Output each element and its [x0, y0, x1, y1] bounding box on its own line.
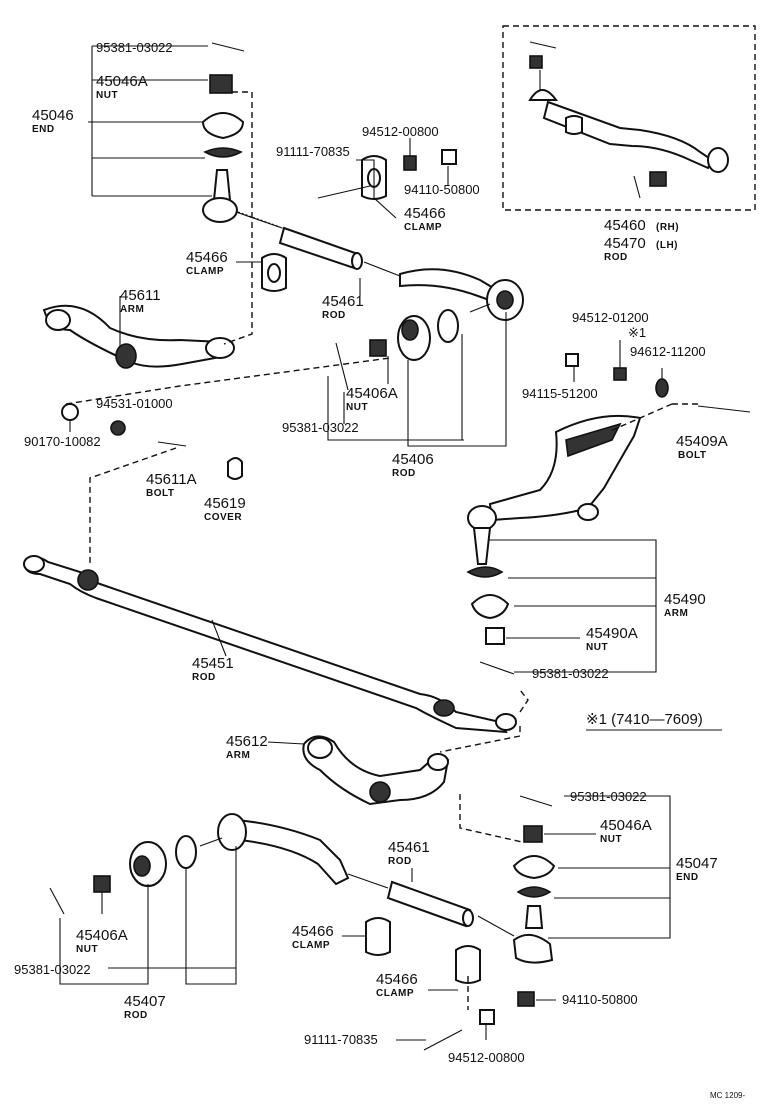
label-45046a-b: 45046A	[600, 817, 652, 834]
label-94115-51200: 94115-51200	[522, 386, 598, 401]
label-45451-name: ROD	[192, 672, 216, 683]
leader-lines	[59, 45, 722, 1041]
label-45470: 45470	[604, 235, 646, 252]
label-45490a: 45490A	[586, 625, 638, 642]
label-45619: 45619	[204, 495, 246, 512]
label-45407-name: ROD	[124, 1010, 148, 1021]
idler-arm-45612	[302, 735, 450, 806]
label-94512-00800-a: 94512-00800	[362, 124, 439, 139]
label-45611-name: ARM	[120, 304, 144, 315]
label-45466-d-name: CLAMP	[376, 988, 414, 999]
label-94512-01200: 94512-01200	[572, 310, 649, 325]
label-45046a-name: NUT	[96, 90, 118, 101]
label-45461-b-name: ROD	[388, 856, 412, 867]
clamp-parts-upper	[261, 149, 457, 292]
label-45046-name: END	[32, 124, 55, 135]
label-45466-c-name: CLAMP	[292, 940, 330, 951]
tie-rod-end-upper-left	[201, 42, 283, 229]
relay-rod-45451	[22, 555, 517, 734]
label-95381-03022-d: 95381-03022	[570, 789, 647, 804]
label-45461-b: 45461	[388, 839, 430, 856]
label-91111-70835-a: 91111-70835	[276, 144, 350, 159]
label-45466-b: 45466	[186, 249, 228, 266]
label-95381-03022-b: 95381-03022	[282, 420, 359, 435]
label-91111-70835-b: 91111-70835	[304, 1032, 378, 1047]
label-model-note: ※1 (7410—7609)	[586, 711, 703, 728]
label-45490: 45490	[664, 591, 706, 608]
label-95381-03022-c: 95381-03022	[532, 666, 609, 681]
label-45046a: 45046A	[96, 73, 148, 90]
label-94110-50800-b: 94110-50800	[562, 992, 638, 1007]
label-45046a-b-name: NUT	[600, 834, 622, 845]
part-drawings	[22, 25, 756, 1051]
part-labels: 95381-03022 45046A NUT 45046 END 94512-0…	[14, 40, 745, 1100]
label-45460-suffix: (RH)	[656, 222, 679, 233]
label-45460: 45460	[604, 217, 646, 234]
label-45619-name: COVER	[204, 512, 242, 523]
label-45461-a: 45461	[322, 293, 364, 310]
label-45466-b-name: CLAMP	[186, 266, 224, 277]
label-45466-a-name: CLAMP	[404, 222, 442, 233]
label-45466-a: 45466	[404, 205, 446, 222]
label-45406: 45406	[392, 451, 434, 468]
label-45451: 45451	[192, 655, 234, 672]
label-45406a-a: 45406A	[346, 385, 398, 402]
label-94110-50800-a: 94110-50800	[404, 182, 480, 197]
label-diagram-code: MC 1209-	[710, 1091, 745, 1100]
label-note-mark: ※1	[628, 325, 646, 340]
label-45612: 45612	[226, 733, 268, 750]
pitman-arm-45490	[466, 353, 751, 675]
idler-arm-45611	[42, 304, 243, 480]
label-45047: 45047	[676, 855, 718, 872]
label-45406a-b-name: NUT	[76, 944, 98, 955]
label-45046: 45046	[32, 107, 74, 124]
label-45407: 45407	[124, 993, 166, 1010]
label-45470-name: ROD	[604, 252, 628, 263]
label-45409a-name: BOLT	[678, 450, 706, 461]
label-45466-c: 45466	[292, 923, 334, 940]
label-90170-10082: 90170-10082	[24, 434, 101, 449]
label-45461-a-name: ROD	[322, 310, 346, 321]
label-45047-name: END	[676, 872, 699, 883]
label-45406-name: ROD	[392, 468, 416, 479]
label-45612-name: ARM	[226, 750, 250, 761]
label-45611a-name: BOLT	[146, 488, 174, 499]
label-95381-03022-e: 95381-03022	[14, 962, 91, 977]
label-94512-00800-b: 94512-00800	[448, 1050, 525, 1065]
label-94612-11200: 94612-11200	[630, 344, 706, 359]
label-45611: 45611	[120, 287, 161, 304]
label-45490-name: ARM	[664, 608, 688, 619]
label-45470-suffix: (LH)	[656, 240, 678, 251]
tie-rod-lower	[49, 795, 556, 1051]
label-45406a-b: 45406A	[76, 927, 128, 944]
label-45406a-a-name: NUT	[346, 402, 368, 413]
inset-rod-assembly	[502, 25, 756, 211]
label-45490a-name: NUT	[586, 642, 608, 653]
label-45409a: 45409A	[676, 433, 728, 450]
rod-45406-parts	[335, 309, 459, 391]
adjusting-tube-upper	[278, 226, 524, 321]
label-45611a: 45611A	[146, 471, 197, 488]
label-95381-03022-a: 95381-03022	[96, 40, 173, 55]
label-94531-01000: 94531-01000	[96, 396, 173, 411]
label-45466-d: 45466	[376, 971, 418, 988]
